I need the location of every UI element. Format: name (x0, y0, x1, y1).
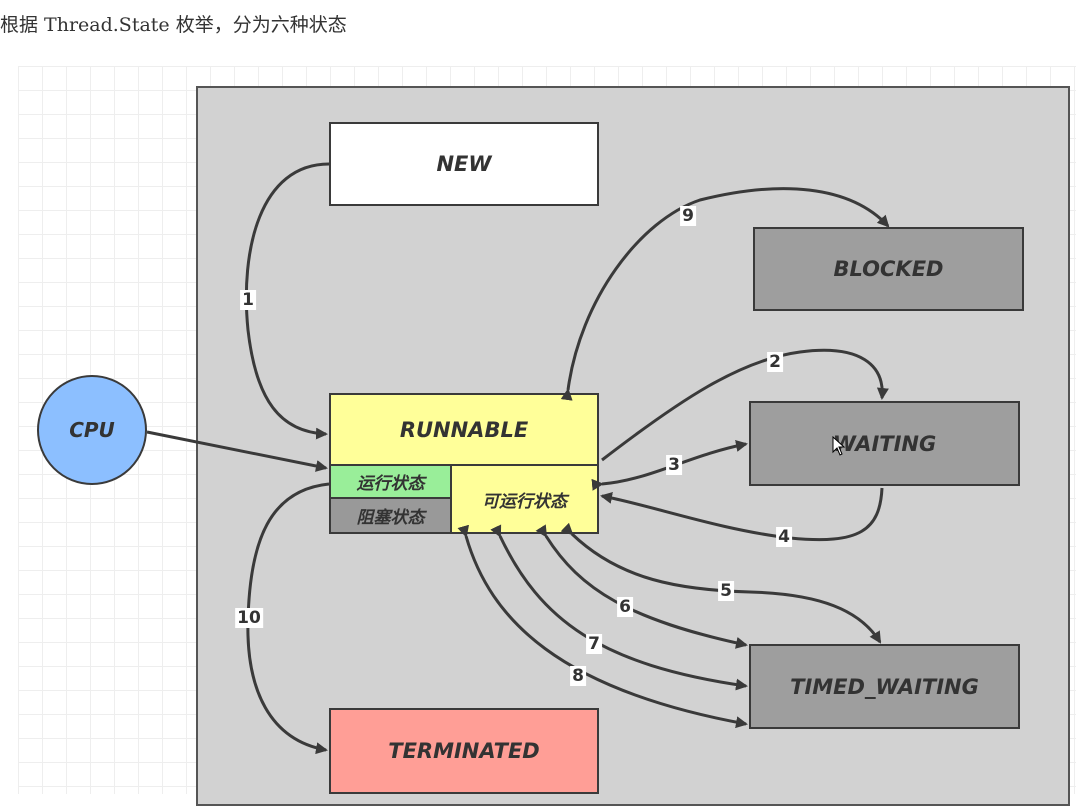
state-new-label: NEW (436, 152, 492, 176)
transition-label-5: 5 (718, 581, 734, 601)
state-runnable-label: RUNNABLE (399, 417, 529, 442)
state-waiting-label: WAITING (832, 431, 937, 456)
state-terminated-label: TERMINATED (388, 739, 540, 763)
substate-blocked-label: 阻塞状态 (356, 508, 425, 528)
transition-label-4: 4 (776, 527, 792, 547)
arrow-1 (244, 162, 330, 440)
arrow-9 (560, 187, 890, 401)
transition-label-7: 7 (586, 634, 602, 654)
transition-label-8: 8 (570, 666, 586, 686)
transition-label-3: 3 (666, 455, 682, 475)
transition-label-1: 1 (240, 290, 256, 310)
state-new: NEW (329, 122, 599, 206)
substate-running-label: 运行状态 (356, 474, 425, 494)
state-waiting: WAITING (749, 401, 1020, 486)
substate-blocked: 阻塞状态 (329, 497, 452, 534)
arrow-cpu (146, 430, 328, 472)
page-caption: 根据 Thread.State 枚举，分为六种状态 (0, 14, 347, 36)
arrow-8 (457, 524, 748, 729)
arrow-4 (600, 487, 884, 542)
transition-label-6: 6 (617, 597, 633, 617)
transition-label-2: 2 (767, 352, 783, 372)
cpu-circle: CPU (37, 375, 147, 485)
arrow-2 (601, 348, 889, 462)
state-timed-waiting-label: TIMED_WAITING (790, 674, 979, 699)
transition-label-9: 9 (680, 206, 696, 226)
mouse-cursor-icon (832, 436, 846, 456)
transition-label-10: 10 (235, 608, 263, 628)
state-timed-waiting: TIMED_WAITING (749, 644, 1020, 729)
substate-ready-label: 可运行状态 (482, 491, 567, 512)
cpu-label: CPU (69, 418, 115, 442)
substate-ready: 可运行状态 (450, 464, 599, 534)
